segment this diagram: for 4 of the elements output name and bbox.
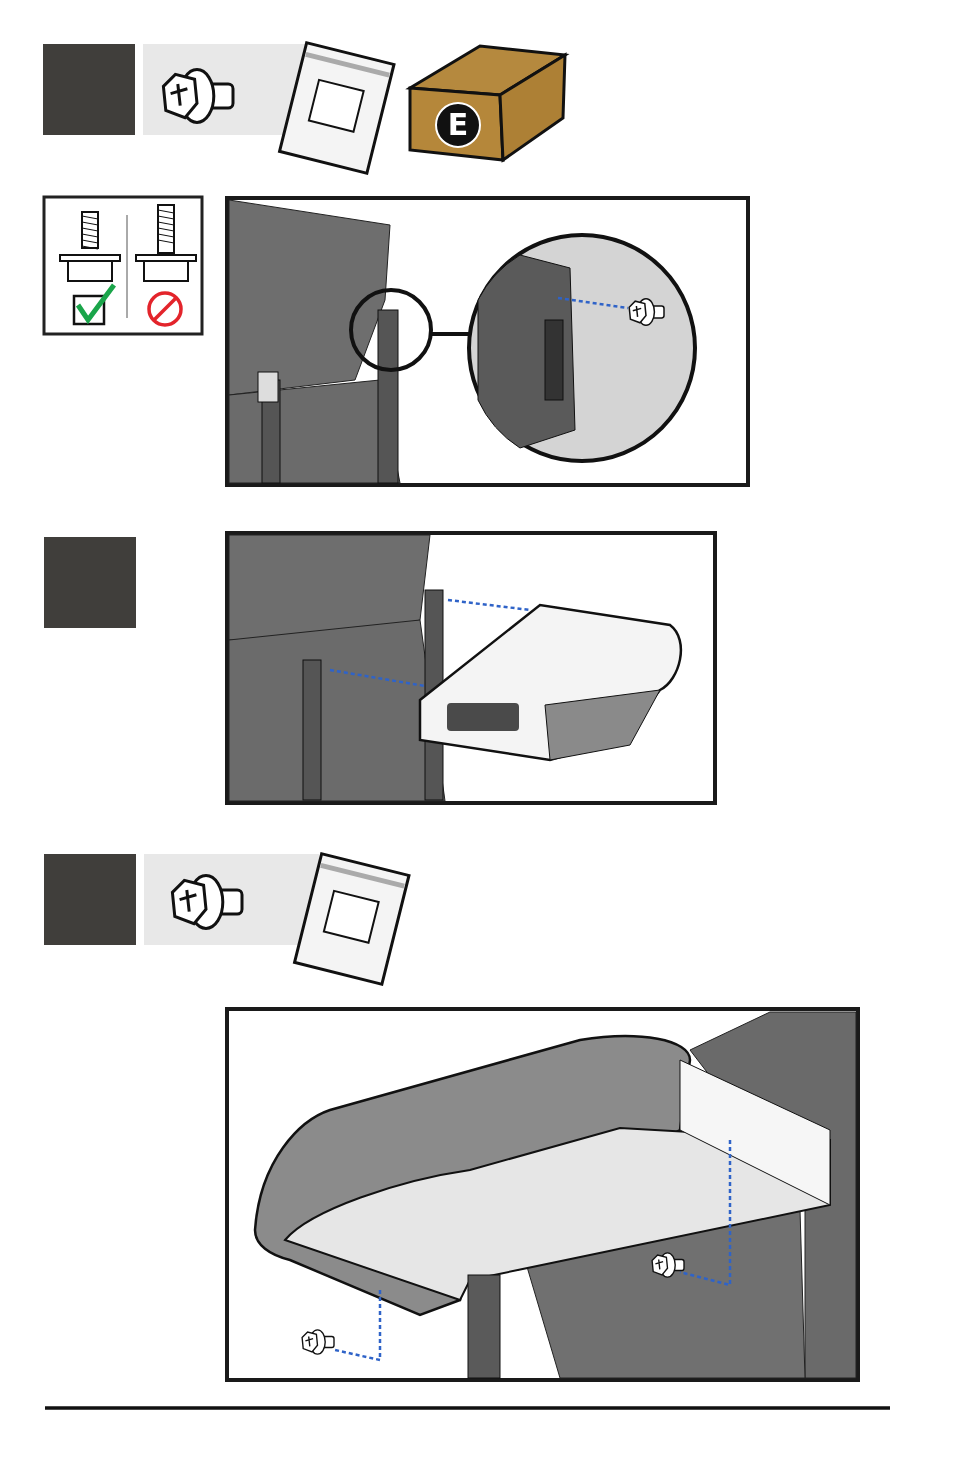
step-number-block <box>44 854 136 945</box>
step-number-block <box>44 537 136 628</box>
step-number-block <box>43 44 135 135</box>
part-letter: E <box>446 110 470 140</box>
